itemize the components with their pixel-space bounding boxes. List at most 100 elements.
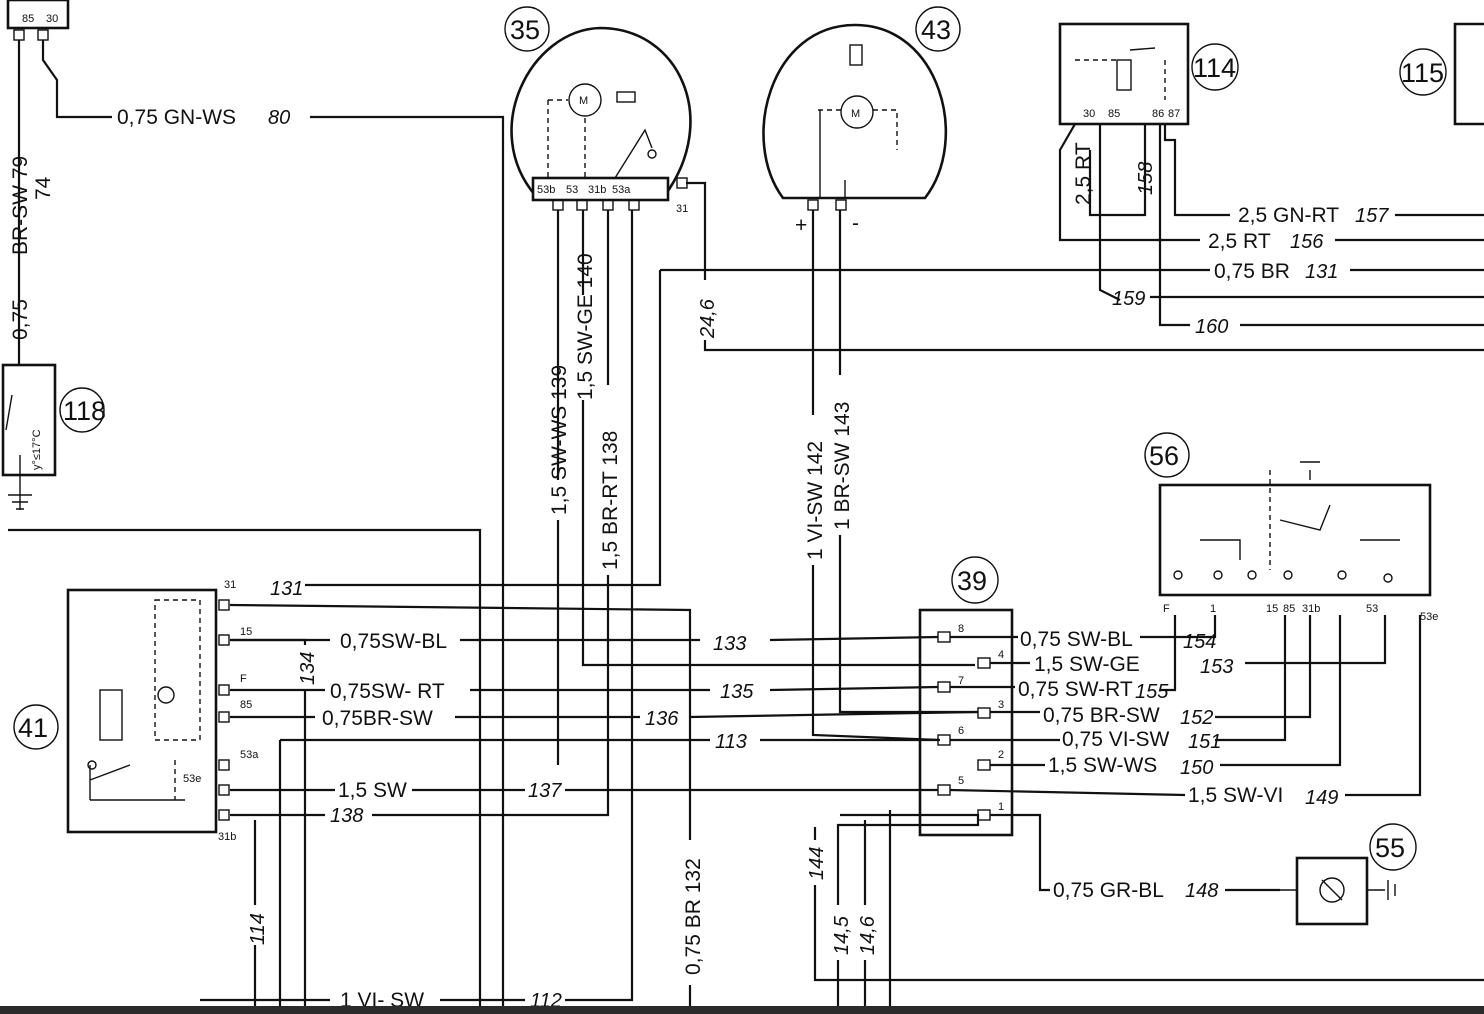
pin-31: 31	[676, 203, 688, 215]
wire-label-rt: 2,5 RT	[1208, 230, 1271, 253]
wire-num-154: 154	[1183, 631, 1216, 653]
c39-pin-5: 5	[958, 775, 964, 787]
callout-39-label: 39	[957, 566, 987, 596]
wire-num-113: 113	[715, 731, 747, 753]
wire-num-138: 138	[330, 805, 363, 827]
wire-num-144: 144	[806, 847, 828, 880]
callout-55-label: 55	[1375, 833, 1405, 863]
relay41-pin-15: 15	[240, 626, 252, 638]
wire-num-155: 155	[1135, 681, 1169, 703]
sw56-pin-1: 1	[1210, 603, 1216, 615]
wire-label-gn-rt: 2,5 GN-RT	[1238, 204, 1339, 227]
wire-label-sw-ge-140: 1,5 SW-GE 140	[574, 253, 597, 400]
callout-41-label: 41	[18, 713, 48, 743]
wire-label-br-132: 0,75 BR 132	[682, 858, 705, 975]
motor-label-43: M	[851, 108, 860, 120]
wire-num-246: 24,6	[697, 298, 719, 339]
wire-num-133: 133	[713, 633, 746, 655]
c39-pin-3: 3	[998, 699, 1004, 711]
pin-53: 53	[566, 184, 578, 196]
callout-118-label: 118	[63, 396, 106, 426]
c39-pin-6: 6	[958, 725, 964, 737]
c39-pin-7: 7	[958, 675, 964, 687]
sw56-pin-F: F	[1163, 603, 1170, 615]
component-39-connector: 8 4 7 3 6 2 5 1 39	[918, 556, 1014, 837]
component-115-partial: 115	[1399, 22, 1484, 126]
sw56-pin-31b: 31b	[1302, 603, 1320, 615]
wire-label-br-131: 0,75 BR	[1214, 260, 1290, 283]
wire-num-134: 134	[297, 652, 319, 685]
wire-label-gr-bl-148: 0,75 GR-BL	[1053, 879, 1164, 902]
top-left-pin-85: 85	[22, 13, 34, 25]
callout-35-label: 35	[510, 15, 540, 45]
sw56-pin-53e: 53e	[1420, 611, 1438, 623]
wire-num-114: 114	[247, 913, 269, 945]
relay41-pin-F: F	[240, 673, 247, 685]
wire-label-gn-ws: 0,75 GN-WS	[117, 106, 236, 129]
wire-num-131: 131	[1305, 261, 1338, 283]
wire-num-150: 150	[1180, 757, 1213, 779]
sw56-pin-15: 15	[1266, 603, 1278, 615]
component-41-wiper-relay: 31 15 F 85 53a 53e 31b 41	[13, 579, 259, 843]
callout-115-label: 115	[1401, 58, 1444, 88]
wire-num-148: 148	[1185, 880, 1218, 902]
relay-pin-87: 87	[1168, 108, 1180, 120]
relay41-pin-85: 85	[240, 699, 252, 711]
wire-num-160: 160	[1195, 316, 1228, 338]
top-left-pin-30: 30	[46, 13, 58, 25]
wire-label-vi-sw-151: 0,75 VI-SW	[1062, 728, 1170, 751]
callout-35: 35	[504, 6, 550, 52]
relay-pin-30: 30	[1083, 108, 1095, 120]
sw56-pin-53: 53	[1366, 603, 1378, 615]
wire-label-br-sw-152: 0,75 BR-SW	[1043, 704, 1160, 727]
wire-num-152: 152	[1180, 707, 1213, 729]
callout-43-label: 43	[921, 15, 951, 45]
c39-pin-8: 8	[958, 623, 964, 635]
wire-num-158: 158	[1135, 162, 1157, 195]
wire-label-br-sw-143: 1 BR-SW 143	[831, 402, 854, 530]
wires	[8, 40, 1484, 1014]
component-35-wiper-motor: M 53b 53 31b 53a 31	[510, 26, 692, 215]
wire-label-br-rt-138: 1,5 BR-RT 138	[599, 431, 622, 570]
relay-pin-85: 85	[1108, 108, 1120, 120]
wire-label-25rt: 2,5 RT	[1072, 142, 1095, 205]
c39-pin-4: 4	[998, 649, 1004, 661]
wire-label-sw-ge-153: 1,5 SW-GE	[1034, 653, 1140, 676]
pin-plus: +	[795, 214, 807, 237]
sw56-pin-85: 85	[1283, 603, 1295, 615]
wire-label-sw-ws-139: 1,5 SW-WS 139	[548, 365, 571, 515]
wire-label-sw-rt: 0,75SW- RT	[330, 680, 445, 703]
callout-43: 43	[915, 6, 961, 52]
relay41-pin-53a: 53a	[240, 749, 259, 761]
motor-label-35: M	[579, 95, 588, 107]
wire-label-sw-rt-155: 0,75 SW-RT	[1018, 678, 1133, 701]
wire-labels: 0,75 GN-WS 80 BR-SW 79 74 0,75 2,5 GN-RT…	[9, 106, 1389, 1012]
wire-num-74: 74	[32, 176, 55, 200]
wire-label-sw-bl-154: 0,75 SW-BL	[1020, 628, 1133, 651]
relay41-pin-53e: 53e	[183, 773, 201, 785]
wire-label-sw-ws-150: 1,5 SW-WS	[1048, 754, 1157, 777]
c39-pin-2: 2	[998, 749, 1004, 761]
wire-num-146: 14,6	[857, 915, 879, 955]
wire-num-149: 149	[1305, 787, 1338, 809]
component-43-washer-pump: M + -	[762, 23, 948, 237]
pin-minus: -	[852, 212, 859, 235]
wire-num-157: 157	[1355, 205, 1389, 227]
component-118-thermoswitch: y°≤17°C 118	[1, 363, 106, 510]
wire-num-131-relay: 131	[270, 578, 303, 600]
relay41-pin-31: 31	[224, 579, 236, 591]
wire-num-145: 14,5	[831, 915, 853, 955]
wire-num-153: 153	[1200, 656, 1233, 678]
c39-pin-1: 1	[998, 801, 1004, 813]
component-56-switch: F 1 15 85 31b 53 53e 56	[1144, 432, 1438, 623]
component-114-relay: 30 85 86 87	[1058, 22, 1190, 126]
wire-label-075-left: 0,75	[9, 299, 32, 340]
wire-label-15-sw: 1,5 SW	[338, 779, 407, 802]
temp-label-118: y°≤17°C	[31, 429, 43, 470]
wire-label-br-sw-79: BR-SW 79	[9, 156, 32, 255]
wire-label-sw-vi-149: 1,5 SW-VI	[1188, 784, 1283, 807]
component-55-sensor: 55	[1280, 823, 1417, 926]
wire-num-137: 137	[528, 780, 562, 802]
wire-num-80: 80	[268, 107, 290, 129]
